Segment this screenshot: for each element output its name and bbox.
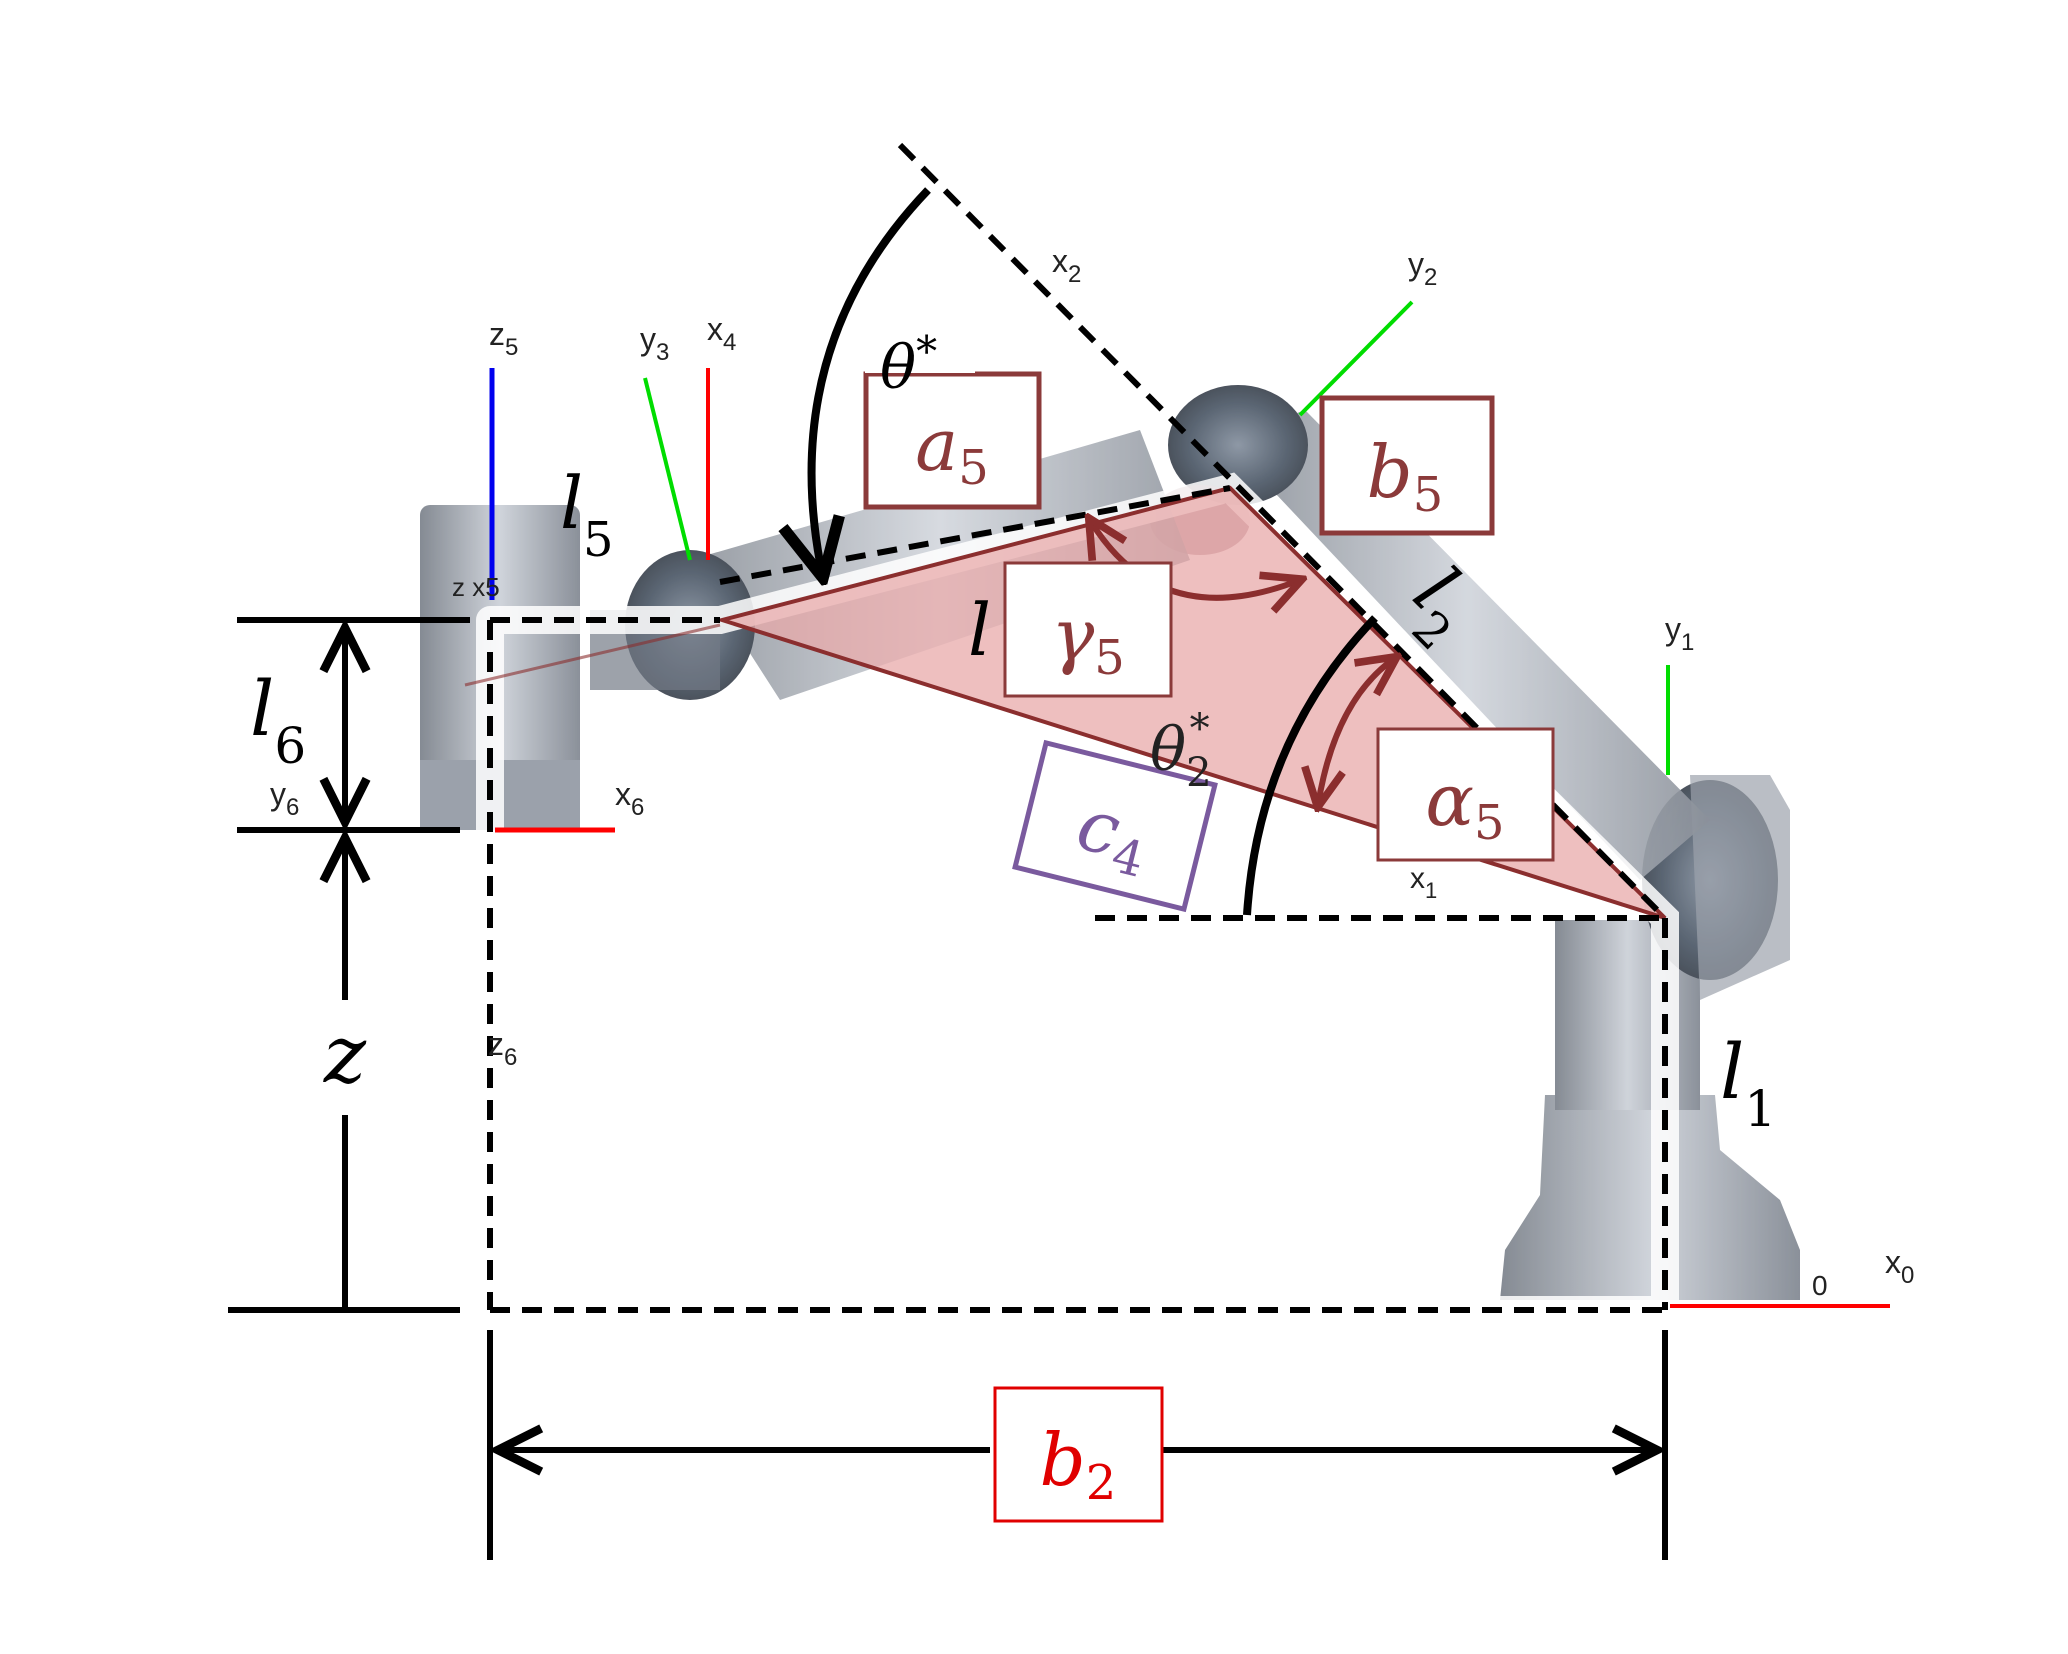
l1-label-sub: 1 [1744, 1080, 1776, 1138]
forearm-dashed [719, 485, 1231, 585]
x0-label-sub: 0 [1901, 1262, 1914, 1289]
theta2-sub: 2 [1186, 750, 1211, 796]
y2-label-sub: 2 [1424, 264, 1437, 291]
z6-label-sub: 6 [504, 1044, 517, 1071]
l5-label-base: l [560, 461, 583, 545]
svg-text:l5: l5 [560, 461, 614, 568]
svg-text:y6: y6 [270, 776, 299, 821]
gamma5-sub: 5 [1094, 630, 1125, 686]
svg-text:θ*: θ* [880, 327, 937, 403]
c4-box: c4 [1012, 739, 1218, 913]
label-boxes: a5 b5 γ5 α5 c4 [863, 371, 1555, 1523]
y1-label-base: y [1665, 611, 1681, 647]
robot-shoulder-cap [1690, 775, 1790, 1000]
z-label: z [323, 1008, 367, 1101]
svg-text:z6: z6 [488, 1026, 517, 1071]
robot-elbow-joint [1168, 385, 1308, 505]
alpha5-base: α [1425, 758, 1474, 842]
y3-label-sub: 3 [656, 339, 669, 366]
theta2-base: θ [1150, 715, 1186, 785]
svg-text:b2: b2 [1040, 1418, 1117, 1511]
svg-text:γ5: γ5 [1051, 593, 1125, 686]
theta-top-sup: * [916, 327, 937, 376]
svg-text:a5: a5 [915, 403, 988, 496]
x6-label-sub: 6 [631, 794, 644, 821]
b2-base: b [1040, 1418, 1086, 1502]
z5-label-sub: 5 [505, 334, 518, 361]
svg-text:x4: x4 [707, 311, 736, 356]
z5-label-base: z [489, 316, 505, 352]
l5-label-sub: 5 [583, 512, 614, 568]
l6-label-base: l [250, 664, 274, 753]
x4-label-sub: 4 [723, 329, 736, 356]
zx5-fragment-label: z x5 [452, 572, 500, 602]
b2-sub: 2 [1086, 1455, 1117, 1511]
y6-label-base: y [270, 776, 286, 812]
dimension-lines [228, 617, 1668, 1560]
svg-text:z5: z5 [489, 316, 518, 361]
angle-arcs [812, 187, 1395, 916]
x2-label-sub: 2 [1068, 261, 1081, 288]
x0-label-base: x [1885, 1244, 1901, 1280]
svg-text:y3: y3 [640, 321, 669, 366]
alpha5-arc [1318, 658, 1395, 805]
gamma5-arc [1090, 520, 1300, 598]
svg-text:x1: x1 [1410, 862, 1437, 903]
x4-label-base: x [707, 311, 723, 347]
l1-label-base: l [1720, 1027, 1744, 1116]
svg-text:α5: α5 [1425, 758, 1504, 851]
b5-box: b5 [1319, 395, 1495, 536]
theta2-arc [1243, 615, 1378, 916]
theta-top-base: θ [880, 333, 916, 403]
x1-label-base: x [1410, 862, 1425, 895]
frame-labels: z5 y3 x4 x2 y2 y1 x1 x0 y6 x6 z6 z x5 0 [270, 243, 1914, 1301]
o-fragment-label: 0 [1812, 1270, 1828, 1301]
a5-sub: 5 [958, 440, 989, 496]
robot-base [1500, 1095, 1800, 1300]
y3-axis [643, 377, 692, 561]
a5-base: a [915, 403, 958, 487]
x1-label-sub: 1 [1425, 878, 1437, 903]
l6-label-sub: 6 [274, 717, 306, 775]
b5-sub: 5 [1413, 467, 1444, 523]
svg-text:l6: l6 [250, 664, 306, 775]
svg-text:l1: l1 [1720, 1027, 1776, 1138]
y6-label-sub: 6 [286, 794, 299, 821]
z6-label-base: z [488, 1026, 504, 1062]
x2-label-base: x [1052, 243, 1068, 279]
svg-text:b5: b5 [1367, 430, 1444, 523]
svg-text:x2: x2 [1052, 243, 1081, 288]
l-partial-label: l [968, 588, 991, 672]
theta-top-label: θ* [865, 327, 975, 403]
svg-text:y2: y2 [1408, 246, 1437, 291]
alpha5-sub: 5 [1474, 795, 1505, 851]
theta2-label: θ2* [1150, 706, 1212, 796]
theta2-sup: * [1190, 706, 1210, 752]
svg-text:x0: x0 [1885, 1244, 1914, 1289]
wrist-stray-line [464, 623, 721, 687]
theta-top-arc [812, 187, 931, 578]
svg-text:θ2*: θ2* [1150, 706, 1212, 796]
y2-axis [1298, 300, 1414, 417]
svg-text:x6: x6 [615, 776, 644, 821]
gamma5-box: γ5 [1003, 561, 1173, 698]
alpha5-box: α5 [1376, 727, 1555, 862]
x6-label-base: x [615, 776, 631, 812]
gamma5-base: γ [1051, 593, 1095, 677]
a5-box: a5 [863, 371, 1042, 510]
svg-text:y1: y1 [1665, 611, 1694, 656]
y2-label-base: y [1408, 246, 1424, 282]
y3-label-base: y [640, 321, 656, 357]
b2-box: b2 [993, 1386, 1164, 1523]
b5-base: b [1367, 430, 1413, 514]
y1-label-sub: 1 [1681, 629, 1694, 656]
